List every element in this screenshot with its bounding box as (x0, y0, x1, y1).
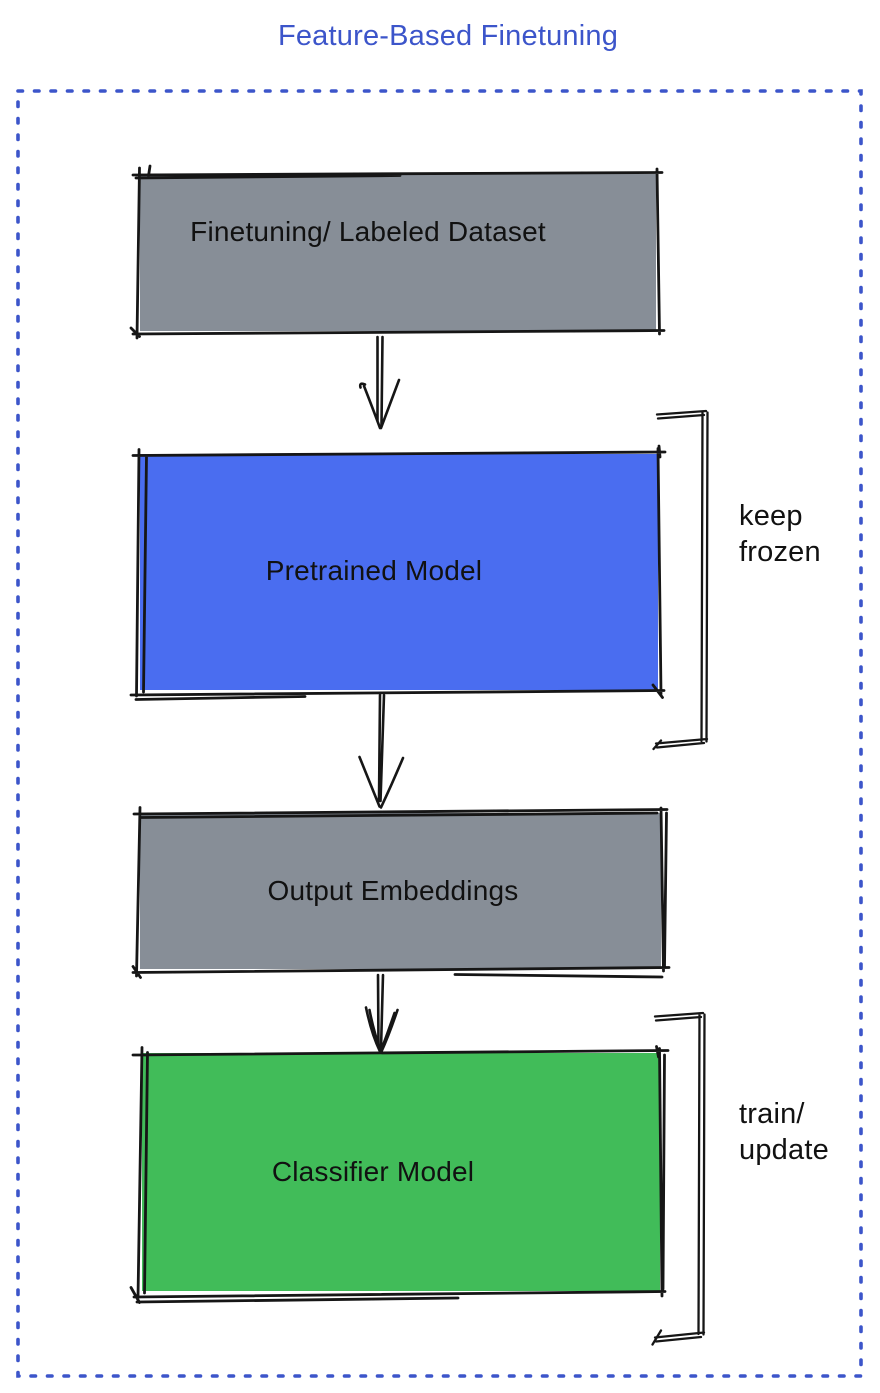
flow-arrows (358, 335, 405, 1053)
output-embeddings-label: Output Embeddings (267, 875, 519, 906)
classifier-model-label: Classifier Model (271, 1156, 475, 1187)
dotted-border (16, 89, 863, 1378)
pretrained-model-outline (129, 444, 667, 701)
arrow-pretrained-to-embeddings (358, 693, 405, 809)
pretrained-model-label: Pretrained Model (265, 555, 483, 586)
node-boxes (140, 174, 661, 1291)
keep-frozen-bracket (652, 409, 709, 751)
classifier-model-box (142, 1053, 660, 1291)
train-update-line1: train/ (739, 1098, 805, 1130)
finetuning-dataset-box (140, 174, 656, 331)
sketch-outlines (129, 164, 671, 1304)
annotation-brackets (651, 409, 709, 1346)
keep-frozen-line1: keep (739, 500, 803, 532)
finetuning-dataset-label: Finetuning/ Labeled Dataset (190, 216, 546, 247)
arrow-dataset-to-pretrained (358, 335, 401, 430)
train-update-annotation: train/ update (739, 1096, 829, 1168)
output-embeddings-box (140, 813, 661, 969)
page-title: Feature-Based Finetuning (277, 20, 619, 52)
arrow-embeddings-to-classifier (364, 973, 399, 1053)
train-update-bracket (651, 1011, 706, 1346)
pretrained-model-box (140, 454, 658, 690)
keep-frozen-annotation: keep frozen (739, 498, 821, 570)
keep-frozen-line2: frozen (739, 536, 821, 568)
classifier-model-outline (129, 1045, 670, 1304)
train-update-line2: update (739, 1134, 829, 1166)
finetuning-dataset-outline (129, 164, 666, 340)
output-embeddings-outline (131, 806, 671, 979)
